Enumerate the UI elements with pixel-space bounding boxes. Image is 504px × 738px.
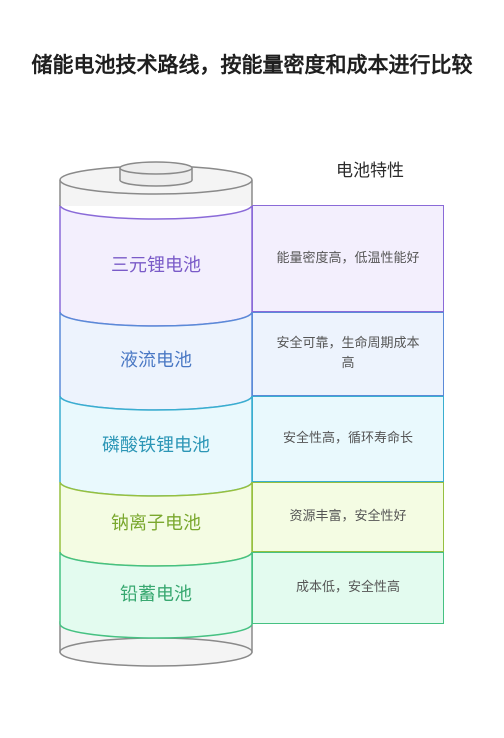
layer-label-5: 铅蓄电池 — [120, 584, 192, 605]
layer-label-3: 磷酸铁锂电池 — [102, 435, 210, 456]
layer-label-1: 三元锂电池 — [111, 254, 201, 276]
battery-layers — [59, 204, 253, 639]
diagram-title: 储能电池技术路线，按能量密度和成本进行比较 — [31, 53, 473, 77]
feature-cell-5: 成本低，安全性高 — [252, 552, 444, 624]
battery-top-cap — [59, 161, 253, 206]
column-header: 电池特性 — [336, 161, 404, 181]
feature-cell-4: 资源丰富，安全性好 — [252, 482, 444, 552]
feature-text-1: 能量密度高，低温性能好 — [276, 250, 420, 266]
feature-text-5: 成本低，安全性高 — [295, 580, 400, 595]
feature-cell-2: 安全可靠，生命周期成本高 — [252, 312, 444, 396]
feature-text-3: 安全性高，循环寿命长 — [282, 431, 413, 446]
layer-label-4: 钠离子电池 — [111, 513, 201, 534]
layer-label-2: 液流电池 — [120, 350, 192, 371]
feature-text-4: 资源丰富，安全性好 — [289, 509, 407, 524]
feature-text-2: 安全可靠，生命周期成本高 — [276, 336, 420, 371]
feature-cell-3: 安全性高，循环寿命长 — [252, 396, 444, 482]
feature-cell-1: 能量密度高，低温性能好 — [252, 205, 444, 312]
battery-layer-5 — [59, 551, 253, 639]
